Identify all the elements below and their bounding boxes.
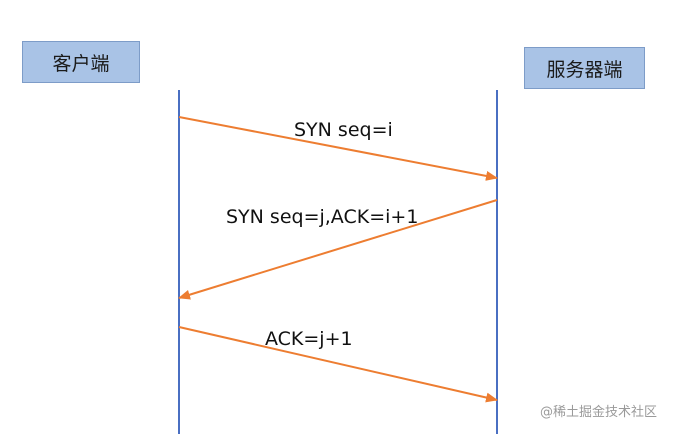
server-participant-label: 服务器端 [546, 58, 623, 81]
server-participant-box: 服务器端 [524, 47, 645, 89]
ack-message-label: ACK=j+1 [265, 328, 353, 350]
client-participant-box: 客户端 [22, 41, 140, 83]
syn-arrow [178, 116, 498, 181]
syn-message-label: SYN seq=i [294, 119, 393, 141]
client-participant-label: 客户端 [52, 52, 110, 75]
syn-ack-arrow [178, 199, 498, 300]
ack-arrow [178, 326, 498, 403]
syn-ack-message-label: SYN seq=j,ACK=i+1 [226, 206, 419, 228]
watermark: @稀土掘金技术社区 [540, 405, 658, 420]
